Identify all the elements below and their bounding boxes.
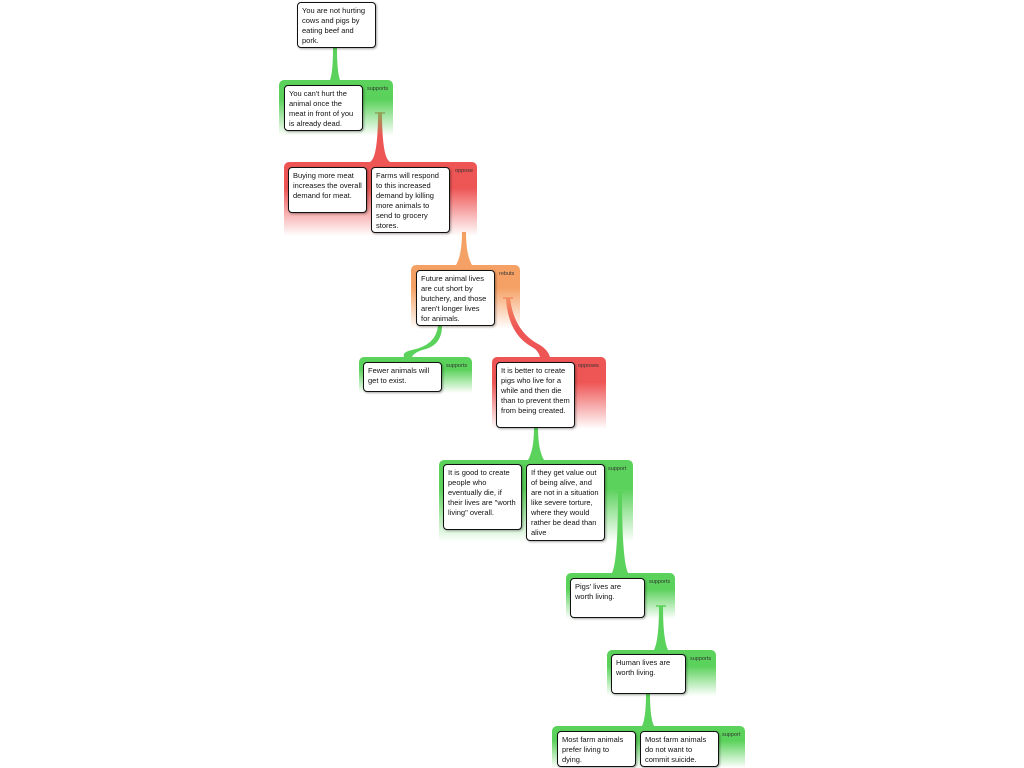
connector-c3-to-rebuts bbox=[456, 232, 472, 265]
connector-c6-to-support bbox=[528, 427, 544, 460]
claim-node[interactable]: Human lives are worth living. bbox=[611, 654, 686, 694]
connector-c4-to-supports bbox=[403, 326, 442, 357]
relation-label: opposes bbox=[578, 363, 599, 369]
claim-node[interactable]: It is better to create pigs who live for… bbox=[496, 362, 575, 428]
relation-label: supports bbox=[367, 86, 389, 92]
claim-node[interactable]: You can't hurt the animal once the meat … bbox=[284, 85, 363, 131]
claim-node[interactable]: If they get value out of being alive, an… bbox=[526, 464, 605, 541]
relation-label: supports bbox=[690, 656, 712, 662]
connector-c10-to-support bbox=[642, 693, 654, 726]
claim-node[interactable]: Buying more meat increases the overall d… bbox=[288, 167, 367, 213]
claim-node-root[interactable]: You are not hurting cows and pigs by eat… bbox=[297, 2, 376, 48]
claim-node[interactable]: Most farm animals do not want to commit … bbox=[640, 731, 719, 767]
connector-c9-to-supports bbox=[654, 606, 668, 650]
claim-node[interactable]: Pigs' lives are worth living. bbox=[570, 578, 645, 618]
relation-label: oppose bbox=[455, 168, 474, 174]
claim-node[interactable]: Farms will respond to this increased dem… bbox=[371, 167, 450, 233]
claim-node[interactable]: It is good to create people who eventual… bbox=[443, 464, 522, 530]
relation-label: supports bbox=[446, 363, 468, 369]
claim-node[interactable]: Most farm animals prefer living to dying… bbox=[557, 731, 636, 767]
connector-c1-to-oppose bbox=[370, 112, 390, 162]
connector-c0-to-supports bbox=[330, 48, 340, 80]
claim-node[interactable]: Future animal lives are cut short by but… bbox=[416, 270, 495, 326]
relation-label: support bbox=[722, 732, 741, 738]
claim-node[interactable]: Fewer animals will get to exist. bbox=[363, 362, 442, 392]
relation-label: rebuts bbox=[499, 271, 515, 277]
relation-label: supports bbox=[649, 579, 671, 585]
relation-label: support bbox=[608, 466, 627, 472]
